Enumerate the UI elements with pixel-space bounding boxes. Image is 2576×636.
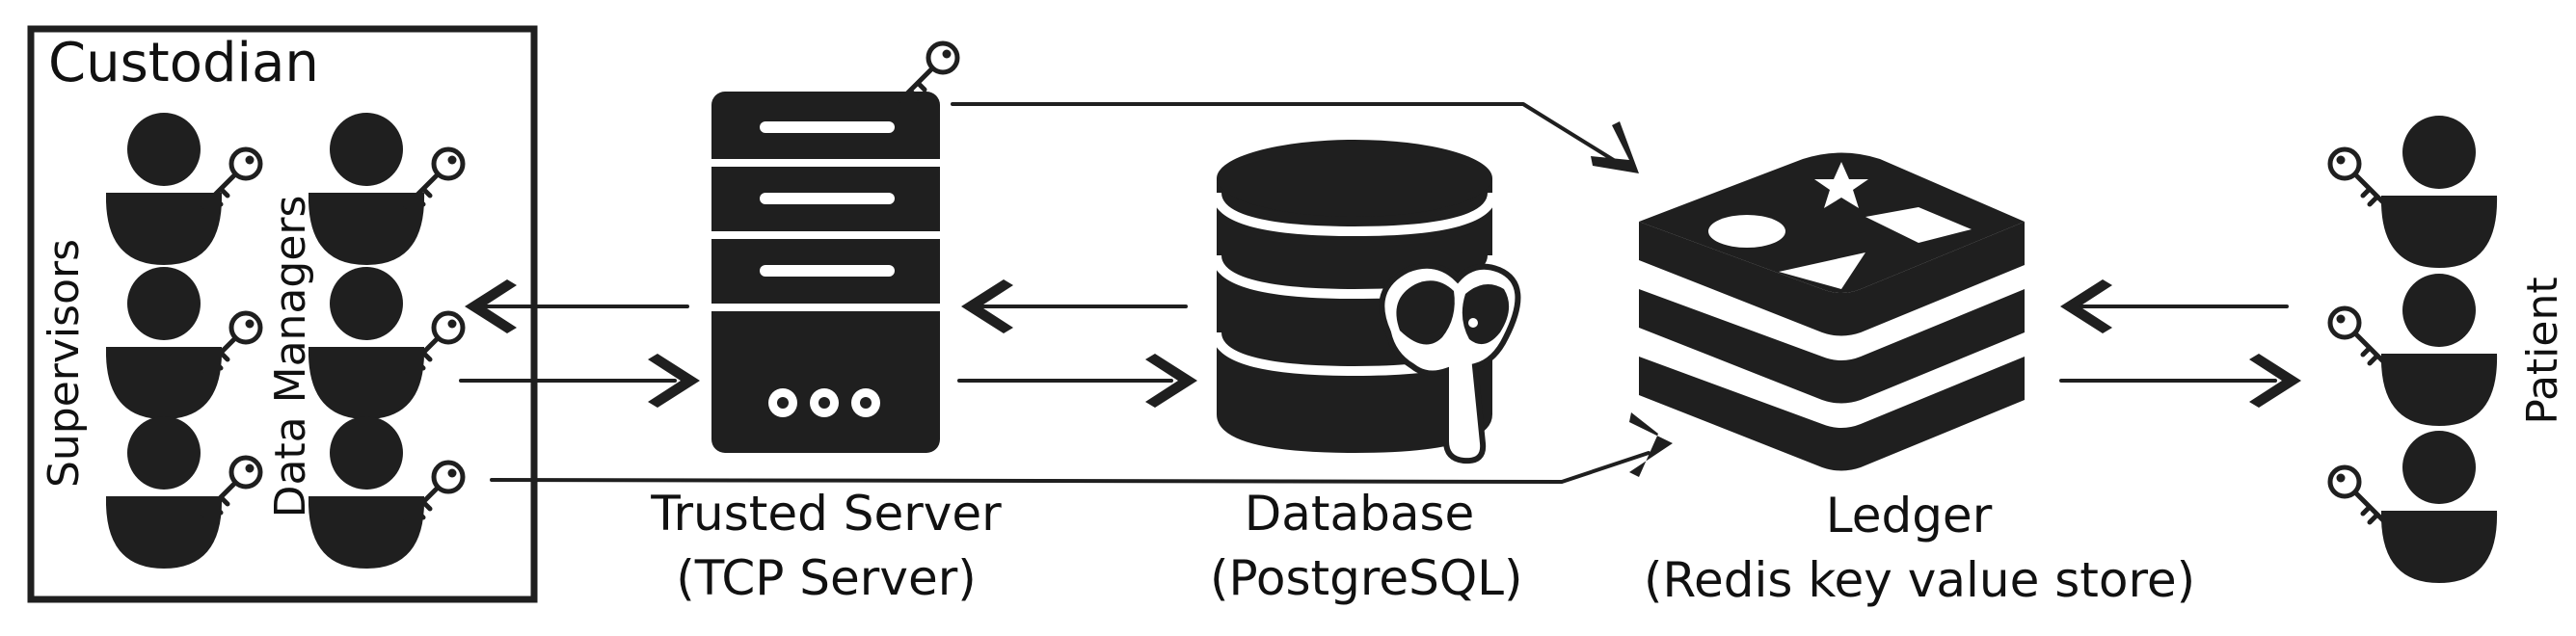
data-manager-person-2: [309, 267, 463, 419]
trusted-server-subtitle: (TCP Server): [676, 550, 977, 606]
data-manager-person-3: [309, 416, 463, 569]
arrow-head-left-2: [961, 279, 1013, 333]
arrow-server-to-ledger-line: [951, 102, 1622, 166]
database-subtitle: (PostgreSQL): [1210, 550, 1523, 606]
custodian-box: [27, 25, 538, 603]
server-key-icon: [900, 43, 957, 100]
arrow-head-to-ledger-top: [1591, 121, 1639, 173]
custodian-title: Custodian: [48, 32, 319, 94]
supervisors-label: Supervisors: [40, 238, 89, 489]
patient-person-1: [2330, 116, 2498, 268]
arrow-head-right-2: [1145, 354, 1197, 408]
arrow-custodian-to-ledger-line: [490, 451, 1650, 484]
patient-person-3: [2330, 431, 2498, 583]
server-icon: [711, 92, 940, 453]
postgresql-elephant-icon: [1379, 262, 1521, 464]
arrow-head-left-3: [2060, 279, 2112, 333]
data-managers-label: Data Managers: [266, 195, 315, 518]
data-manager-person-1: [309, 113, 463, 265]
trusted-server-name: Trusted Server: [651, 486, 1002, 542]
arrow-head-right-1: [648, 354, 700, 408]
redis-stack-icon: [1639, 152, 2025, 471]
ledger-subtitle: (Redis key value store): [1644, 552, 2196, 608]
supervisor-person-2: [106, 267, 260, 419]
database-icon: [1212, 140, 1497, 453]
database-name: Database: [1244, 486, 1475, 542]
supervisor-person-3: [106, 416, 260, 569]
supervisor-person-1: [106, 113, 260, 265]
arrow-head-right-3: [2249, 354, 2301, 408]
arrow-head-left-1: [465, 279, 517, 333]
ledger-name: Ledger: [1825, 488, 1993, 543]
patient-person-2: [2330, 274, 2498, 426]
arrow-head-to-ledger-bottom: [1629, 412, 1673, 477]
patient-label: Patient: [2518, 277, 2567, 425]
